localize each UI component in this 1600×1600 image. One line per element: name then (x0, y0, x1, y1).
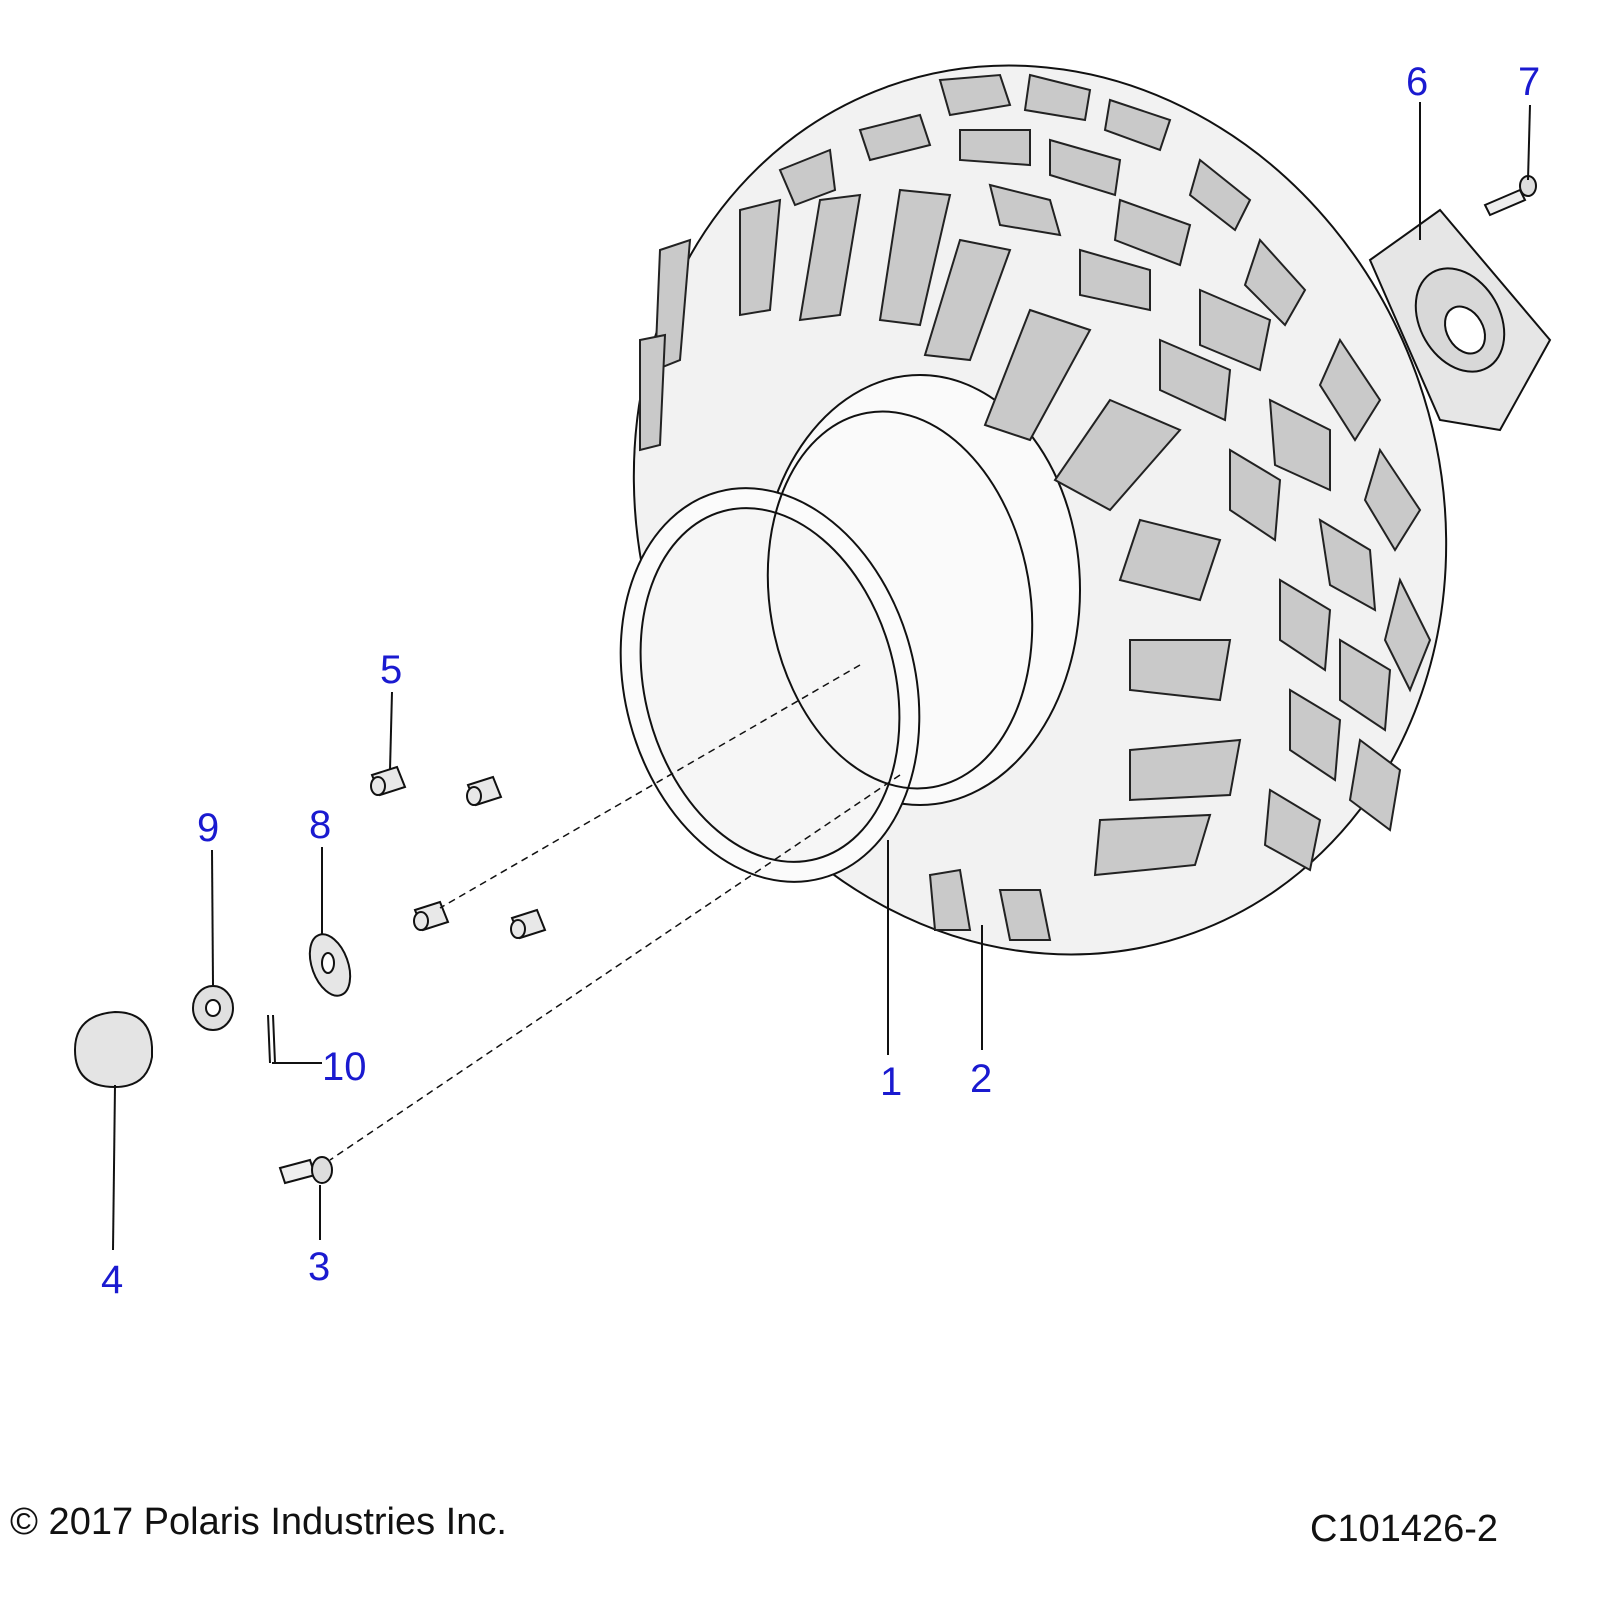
wheel-hub (1368, 208, 1552, 432)
callout-5: 5 (380, 648, 403, 692)
callout-7: 7 (1518, 60, 1541, 104)
hub-cap (73, 1010, 153, 1089)
callout-8: 8 (309, 803, 332, 847)
callout-3: 3 (308, 1245, 331, 1289)
wheel-rim (619, 410, 1034, 883)
wheel-stud (1483, 175, 1537, 217)
callout-6: 6 (1406, 60, 1429, 104)
callout-9: 9 (197, 806, 220, 850)
callout-4: 4 (101, 1258, 124, 1302)
cotter-pin (267, 1014, 276, 1064)
leader-lines (112, 102, 1531, 1251)
drawing-number: C101426-2 (1310, 1508, 1499, 1550)
callout-10: 10 (322, 1045, 367, 1089)
valve-stem (278, 1156, 333, 1185)
lug-nuts (370, 765, 547, 940)
copyright-text: © 2017 Polaris Industries Inc. (10, 1501, 507, 1543)
castle-nut (192, 985, 234, 1031)
callout-2: 2 (970, 1057, 993, 1101)
washer (308, 933, 352, 997)
assembly-lines (329, 664, 901, 1161)
callout-1: 1 (880, 1060, 903, 1104)
